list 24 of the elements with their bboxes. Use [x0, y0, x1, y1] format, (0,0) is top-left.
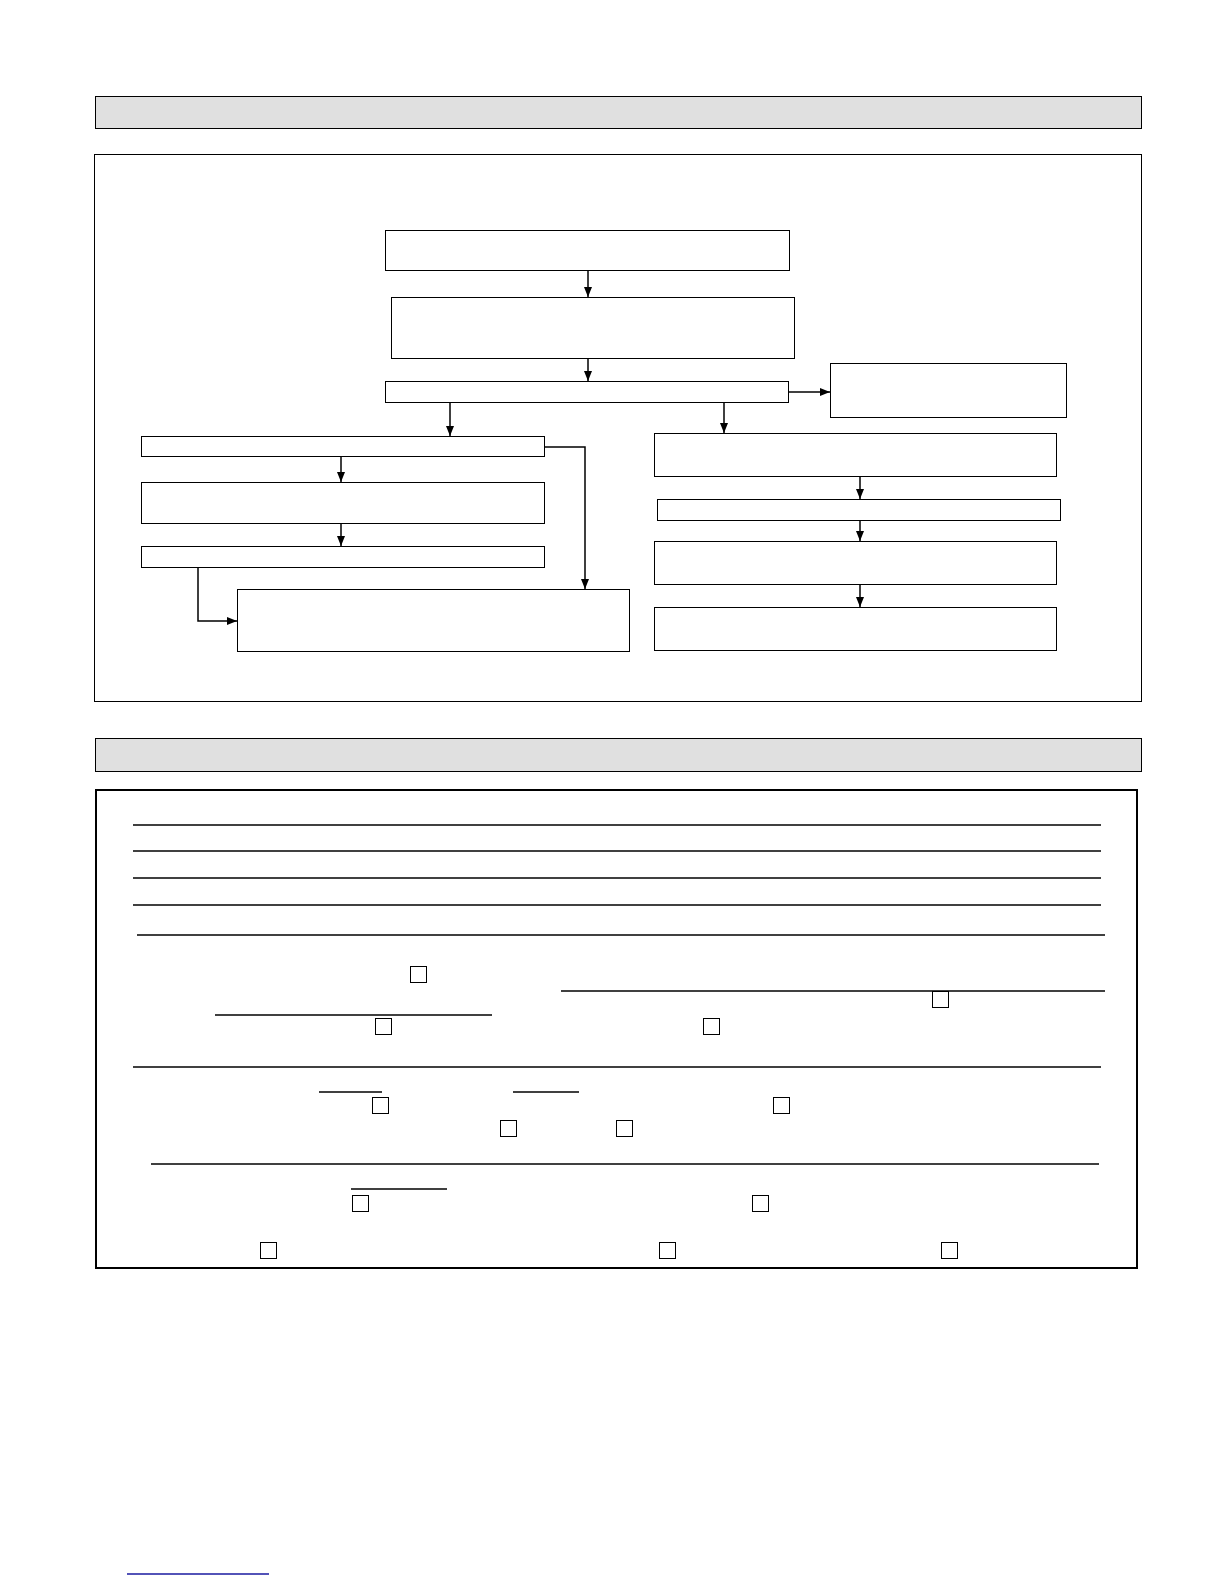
arrow [856, 476, 864, 500]
process-box [141, 482, 545, 524]
arrow [584, 358, 592, 382]
arrow [856, 584, 864, 608]
process-box [654, 541, 1057, 585]
process-box [654, 607, 1057, 651]
arrow [544, 446, 589, 590]
process-box [657, 499, 1061, 521]
arrow [856, 520, 864, 542]
process-box [385, 230, 790, 271]
process-box [654, 433, 1057, 477]
arrow [337, 456, 345, 483]
arrow [337, 523, 345, 547]
process-box [141, 436, 545, 457]
arrow [197, 567, 238, 625]
process-box [141, 546, 545, 568]
arrow [446, 402, 454, 437]
process-box [830, 363, 1067, 418]
process-box [385, 381, 789, 403]
arrow [720, 402, 728, 434]
arrow [788, 388, 831, 396]
arrow [584, 270, 592, 298]
process-box [391, 297, 795, 359]
process-box [237, 589, 630, 652]
